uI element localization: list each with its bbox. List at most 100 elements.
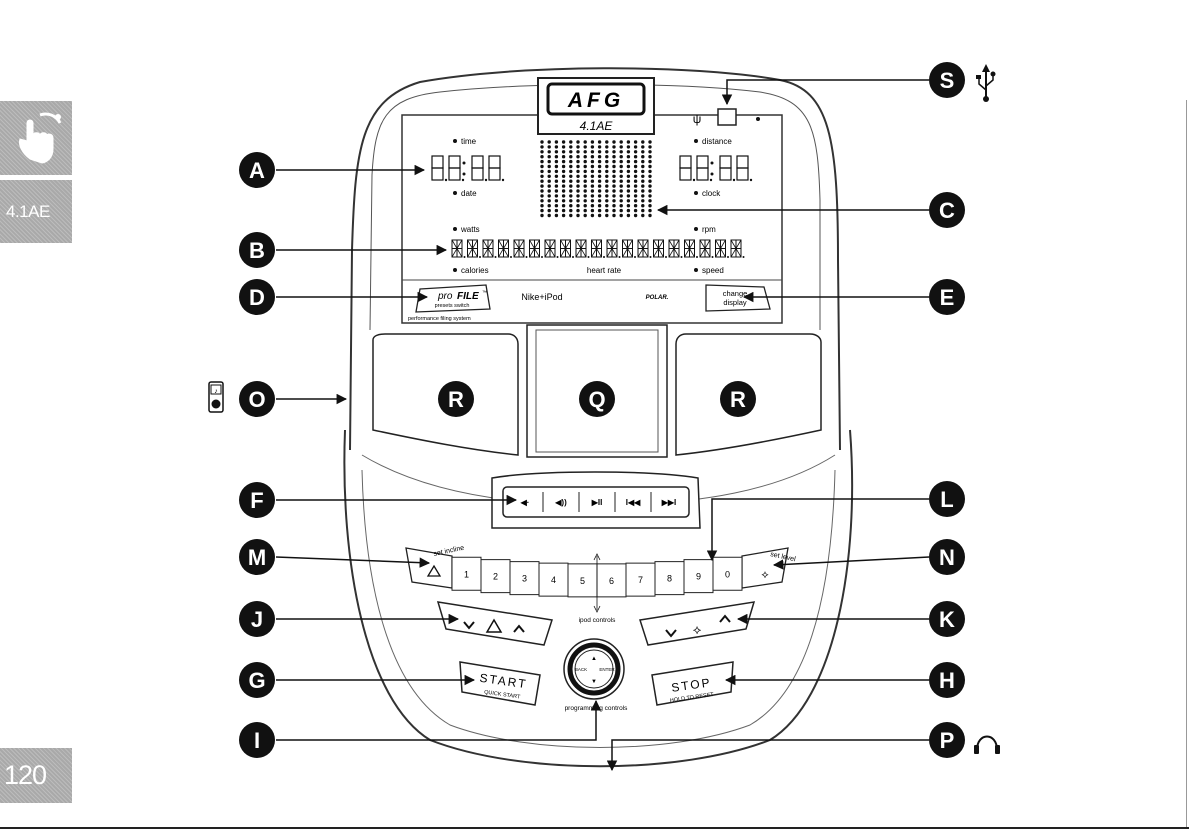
callout-r-letter: R [448,387,464,412]
number-key-label: 2 [493,572,498,582]
brand-logo [546,82,646,116]
callout-j-letter: J [251,607,263,632]
dial-up-icon[interactable]: ▲ [591,656,597,662]
number-key-label: 9 [696,572,701,582]
message-center [451,239,745,258]
callout-s-badge [929,62,965,98]
speed-label: speed [702,266,724,275]
next-track-icon[interactable]: ▶▶I [661,498,677,507]
number-key-label: 4 [551,575,556,585]
change-display-button[interactable] [705,284,771,312]
ipod-keys: ◀· ◀)) ▶II I◀◀ ▶▶I [520,492,677,512]
callout-a-badge [239,152,275,188]
bottom-rule [0,827,1189,829]
number-key-8[interactable] [654,561,685,596]
play-pause-icon[interactable]: ▶II [591,498,603,507]
callout-n-badge [929,539,965,575]
dial-down-icon[interactable]: ▼ [591,679,597,685]
callout-m-letter: M [248,545,266,570]
calories-label: calories [461,266,489,275]
callout-d-letter: D [249,285,265,310]
enter-label[interactable]: ENTER [599,667,615,672]
callout-q-letter: Q [588,387,605,412]
profile-file: FILE [457,291,479,302]
callout-j-badge [239,601,275,637]
rpm-label: rpm [702,225,716,234]
profile-pro: pro [437,291,453,302]
quick-start-label: QUICK START [484,690,522,701]
number-key-9[interactable] [683,559,714,594]
brand-logo-text: AFG [567,89,624,112]
incline-rocker[interactable] [436,601,553,646]
callout-q-badge [579,381,615,417]
distance-label: distance [702,137,732,146]
callout-e-letter: E [940,285,955,310]
performance-strip-label: performance filing system [408,316,471,322]
callout-c-letter: C [939,198,955,223]
change-display-line1: change [723,289,748,298]
headphones-icon [974,735,1000,754]
incline-down-icon[interactable] [463,621,475,630]
callout-l-badge [929,481,965,517]
number-key-0[interactable] [712,556,743,591]
callout-r-letter: R [730,387,746,412]
callout-k-letter: K [939,607,955,632]
callout-s-letter: S [940,68,955,93]
level-down-icon[interactable] [665,629,677,638]
callout-h-badge [929,662,965,698]
heart-rate-label: heart rate [587,266,622,275]
callout-l-letter: L [940,487,953,512]
console-lower-inner [361,469,836,748]
dot-matrix-display [540,140,652,218]
callout-n-letter: N [939,545,955,570]
clock-label: clock [702,189,721,198]
stop-button[interactable] [651,661,734,706]
number-key-label: 1 [464,569,469,579]
callout-k-badge [929,601,965,637]
callout-p-badge [929,722,965,758]
callout-b-badge [239,232,275,268]
ipod-controls-bar [502,486,690,518]
callout-leaders [275,79,930,772]
start-button[interactable] [459,661,541,706]
model-label: 4.1AE [580,119,614,133]
previous-track-icon[interactable]: I◀◀ [626,498,641,507]
hand-touch-icon [0,101,72,175]
back-label[interactable]: BACK [575,667,587,672]
level-up-icon[interactable] [719,614,731,623]
volume-down-icon[interactable]: ◀· [520,498,530,507]
page-number: 120 [4,760,47,790]
number-key-label: 0 [725,569,730,579]
callout-c-badge [929,192,965,228]
callout-o-letter: O [248,387,265,412]
callout-g-badge [239,662,275,698]
number-key-label: 5 [580,576,585,586]
callout-d-badge [239,279,275,315]
right-rule [1186,100,1187,827]
number-key-7[interactable] [625,562,656,597]
distance-clock-readout [679,155,753,182]
callout-m-badge [239,539,275,575]
ipod-icon: ♪ [208,381,224,413]
number-key-label: 6 [609,576,614,586]
usb-port[interactable] [717,108,737,126]
callout-a-letter: A [249,158,265,183]
number-key-label: 3 [522,574,527,584]
number-key-label: 7 [638,575,643,585]
time-date-readout [431,155,505,182]
incline-up-icon[interactable] [513,624,525,633]
profile-button[interactable] [415,284,491,313]
callout-p-letter: P [940,728,955,753]
volume-up-icon[interactable]: ◀)) [554,498,567,507]
svg-text:♪: ♪ [214,388,218,395]
nike-ipod-label: Nike+iPod [521,292,562,302]
callout-h-letter: H [939,668,955,693]
callout-e-badge [929,279,965,315]
page-number-tab: 120 [0,748,72,803]
callout-b-letter: B [249,238,265,263]
incline-key-icon [426,564,442,577]
change-display-line2: display [723,298,747,307]
callout-o-badge [239,381,275,417]
